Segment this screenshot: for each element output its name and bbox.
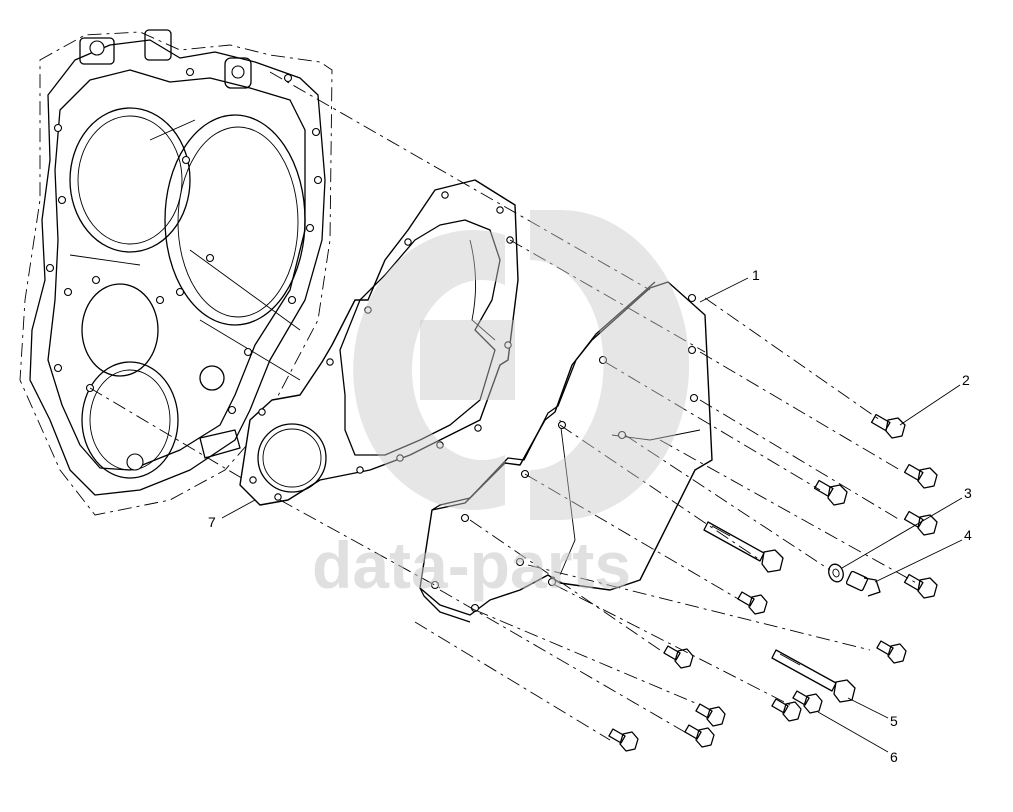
assembly-alignment-lines bbox=[89, 71, 921, 741]
callout-5-number: 5 bbox=[890, 713, 898, 729]
callout-6: 6 bbox=[817, 711, 898, 765]
bolt-f bbox=[876, 640, 907, 664]
callout-5: 5 bbox=[847, 697, 898, 729]
fasteners bbox=[608, 413, 938, 752]
bolt-d bbox=[903, 573, 938, 599]
callout-6-number: 6 bbox=[890, 749, 898, 765]
bolt-i bbox=[695, 703, 726, 727]
plug-item-4 bbox=[845, 570, 881, 597]
engine-gear-housing bbox=[19, 29, 333, 516]
watermark-logo-bar bbox=[420, 320, 515, 400]
callout-1: 1 bbox=[699, 267, 760, 303]
callout-2: 2 bbox=[899, 372, 970, 426]
callout-2-number: 2 bbox=[962, 372, 970, 388]
watermark-text: data-parts bbox=[312, 528, 631, 602]
watermark-logo-left bbox=[353, 230, 505, 510]
bolt-e bbox=[737, 591, 768, 615]
callout-7-number: 7 bbox=[208, 514, 216, 530]
callouts: 1 2 3 4 5 6 7 bbox=[208, 267, 972, 765]
bolt-k bbox=[608, 728, 639, 752]
callout-1-number: 1 bbox=[752, 267, 760, 283]
data-parts-watermark: data-parts bbox=[312, 210, 690, 602]
long-bolt-upper bbox=[703, 521, 784, 573]
callout-3: 3 bbox=[841, 485, 972, 569]
front-cover-plate bbox=[419, 281, 713, 623]
callout-3-number: 3 bbox=[964, 485, 972, 501]
callout-4: 4 bbox=[874, 527, 972, 583]
bolt-a bbox=[903, 463, 938, 489]
bolt-item-6 bbox=[792, 690, 823, 714]
bolt-g bbox=[663, 645, 694, 669]
bolt-h bbox=[771, 698, 802, 722]
callout-4-number: 4 bbox=[964, 527, 972, 543]
callout-7: 7 bbox=[208, 499, 256, 530]
bolt-c bbox=[903, 510, 938, 536]
bolt-item-2 bbox=[870, 413, 906, 439]
watermark-logo-right bbox=[530, 210, 690, 520]
washer-item-3 bbox=[828, 563, 844, 583]
bolt-b bbox=[813, 479, 848, 506]
bolt-j bbox=[684, 724, 715, 748]
